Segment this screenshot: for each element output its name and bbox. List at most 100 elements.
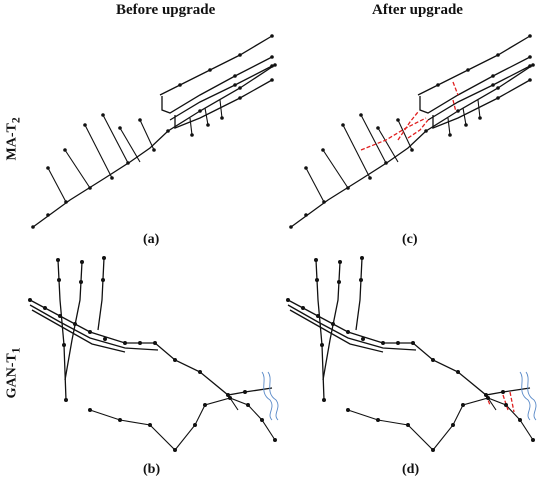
- station-b: [261, 371, 279, 421]
- node-marker: [456, 109, 460, 113]
- node-marker: [496, 53, 500, 57]
- column-title-after: After upgrade: [372, 2, 463, 18]
- station-marker: [261, 371, 273, 421]
- node-marker: [301, 306, 305, 310]
- node-marker: [58, 314, 62, 318]
- feeder-network-d: [287, 257, 534, 451]
- node-markers-d: [286, 256, 535, 452]
- lateral-line: [322, 149, 349, 189]
- node-marker: [62, 343, 66, 347]
- station-d: [519, 371, 537, 421]
- node-marker: [376, 418, 380, 422]
- node-marker: [198, 370, 202, 374]
- node-marker: [316, 314, 320, 318]
- upgrade-link: [502, 394, 509, 411]
- node-marker: [359, 278, 363, 282]
- node-marker: [384, 161, 388, 165]
- node-marker: [243, 390, 247, 394]
- node-marker: [270, 55, 274, 59]
- node-marker: [118, 126, 122, 130]
- lateral-line: [462, 107, 467, 126]
- node-marker: [381, 341, 385, 345]
- feeder-line: [289, 309, 384, 353]
- node-marker: [501, 390, 505, 394]
- node-marker: [138, 341, 142, 345]
- feeder-network-a: [32, 35, 276, 228]
- lateral-line: [397, 119, 413, 151]
- node-marker: [346, 330, 350, 334]
- node-marker: [531, 438, 535, 442]
- node-marker: [238, 53, 242, 57]
- node-marker: [273, 63, 277, 67]
- feeder-line: [347, 397, 534, 451]
- lateral-line: [47, 167, 67, 203]
- panel-label-d: (d): [402, 462, 420, 477]
- node-marker: [337, 280, 341, 284]
- node-marker: [496, 96, 500, 100]
- feeder-line: [174, 79, 273, 129]
- node-marker: [228, 396, 232, 400]
- vertical-lateral: [355, 257, 363, 331]
- feeder-line: [419, 56, 531, 114]
- network-diagram-c: [289, 34, 535, 229]
- node-marker: [43, 306, 47, 310]
- node-marker: [226, 393, 230, 397]
- node-marker: [341, 123, 345, 127]
- node-marker: [448, 133, 452, 137]
- feeder-line: [161, 56, 273, 114]
- node-marker: [238, 96, 242, 100]
- node-marker: [102, 256, 106, 260]
- upgrade-link: [509, 391, 515, 413]
- node-marker: [80, 260, 84, 264]
- node-marker: [528, 78, 532, 82]
- node-marker: [88, 330, 92, 334]
- upgrade-links-c: [360, 81, 459, 151]
- node-marker: [491, 83, 495, 87]
- vertical-lateral: [64, 261, 83, 381]
- feeder-line: [432, 79, 531, 129]
- station-marker: [519, 371, 531, 421]
- node-marker: [346, 186, 350, 190]
- node-marker: [359, 113, 363, 117]
- node-marker: [315, 278, 319, 282]
- node-marker: [63, 148, 67, 152]
- vertical-lateral: [97, 257, 105, 331]
- node-marker: [73, 322, 77, 326]
- node-marker: [123, 341, 127, 345]
- node-marker: [321, 148, 325, 152]
- node-marker: [101, 278, 105, 282]
- node-marker: [178, 83, 182, 87]
- node-marker: [88, 186, 92, 190]
- node-markers-b: [28, 256, 277, 452]
- node-marker: [491, 74, 495, 78]
- node-marker: [431, 358, 435, 362]
- lateral-line: [342, 124, 371, 179]
- node-marker: [431, 448, 435, 452]
- lateral-line: [477, 99, 481, 119]
- node-marker: [528, 64, 532, 68]
- node-marker: [406, 423, 410, 427]
- node-marker: [436, 83, 440, 87]
- upgrade-link: [407, 119, 429, 139]
- node-marker: [101, 113, 105, 117]
- node-marker: [304, 166, 308, 170]
- column-title-before: Before upgrade: [116, 2, 216, 18]
- network-diagram-d: [286, 256, 537, 452]
- node-marker: [486, 396, 490, 400]
- node-marker: [346, 408, 350, 412]
- node-marker: [193, 423, 197, 427]
- node-marker: [376, 126, 380, 130]
- node-marker: [233, 74, 237, 78]
- station-marker: [525, 371, 537, 421]
- node-marker: [411, 341, 415, 345]
- node-marker: [410, 148, 414, 152]
- node-marker: [110, 176, 114, 180]
- feeder-line: [169, 65, 273, 121]
- lateral-line: [139, 119, 155, 151]
- node-marker: [338, 260, 342, 264]
- feeder-network-c: [290, 35, 534, 228]
- node-marker: [304, 213, 308, 217]
- trunk-line: [290, 64, 534, 228]
